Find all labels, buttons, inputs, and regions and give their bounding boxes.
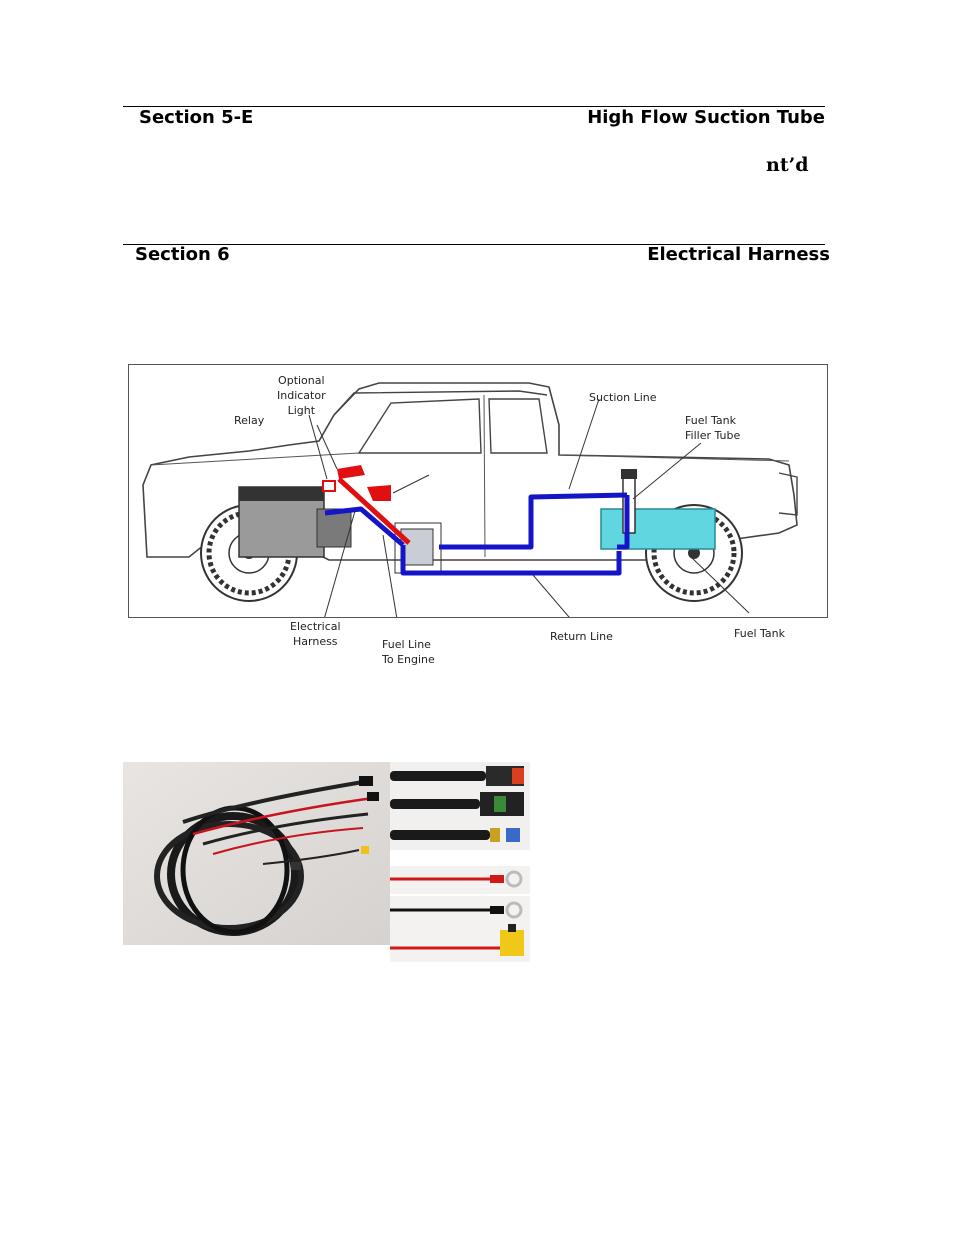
- ring-terminal-black-photo: [390, 896, 530, 924]
- connector-photo-3: [390, 818, 530, 850]
- harness-kit-photo: [123, 762, 390, 945]
- ring-terminal-red-photo: [390, 866, 530, 894]
- label-fuel-tank-filler-tube: Fuel Tank Filler Tube: [685, 414, 741, 442]
- fuel-line-to-engine: [324, 506, 405, 547]
- electrical-harness-line: [337, 477, 411, 545]
- truck-door-line: [483, 394, 486, 558]
- truck-illustration: [142, 382, 798, 644]
- label-return-line: Return Line: [550, 630, 613, 643]
- label-suction-line: Suction Line: [589, 391, 657, 404]
- fuel-tank: [600, 508, 716, 550]
- harness-coil-illustration: [123, 762, 390, 945]
- continued-text: nt’d: [766, 154, 809, 176]
- optional-indicator-light: [337, 465, 365, 479]
- connector-photo-1: [390, 762, 530, 790]
- section-6-label: Section 6: [135, 244, 230, 265]
- return-line: [400, 545, 622, 576]
- truck-bumper: [778, 472, 798, 516]
- truck-roof-line: [333, 390, 548, 416]
- relay: [322, 480, 336, 492]
- suction-line: [439, 492, 630, 550]
- truck-hood-line: [150, 452, 360, 466]
- truck-rear-window: [357, 398, 482, 454]
- engine-block: [238, 486, 352, 558]
- section-6-title: Electrical Harness: [647, 244, 830, 265]
- section-5e-title: High Flow Suction Tube: [587, 107, 825, 128]
- pump-module: [400, 528, 434, 566]
- section-5e-label: Section 5-E: [139, 107, 254, 128]
- fuel-system-diagram: Optional Indicator Light Relay Suction L…: [128, 364, 828, 644]
- truck-bed-rail: [558, 454, 790, 462]
- label-fuel-tank: Fuel Tank: [734, 627, 785, 640]
- label-electrical-harness: Electrical Harness: [290, 620, 341, 648]
- truck-side-window: [488, 398, 548, 454]
- section-5e-rule: [123, 106, 825, 107]
- label-optional-indicator-light: Optional Indicator Light: [277, 374, 326, 417]
- fuse-holder-photo: [390, 922, 530, 962]
- label-relay: Relay: [234, 414, 265, 427]
- connector-photo-2: [390, 790, 530, 818]
- harness-connector: [367, 485, 391, 501]
- label-fuel-line-to-engine: Fuel Line To Engine: [382, 638, 435, 666]
- section-6-rule: [123, 244, 825, 245]
